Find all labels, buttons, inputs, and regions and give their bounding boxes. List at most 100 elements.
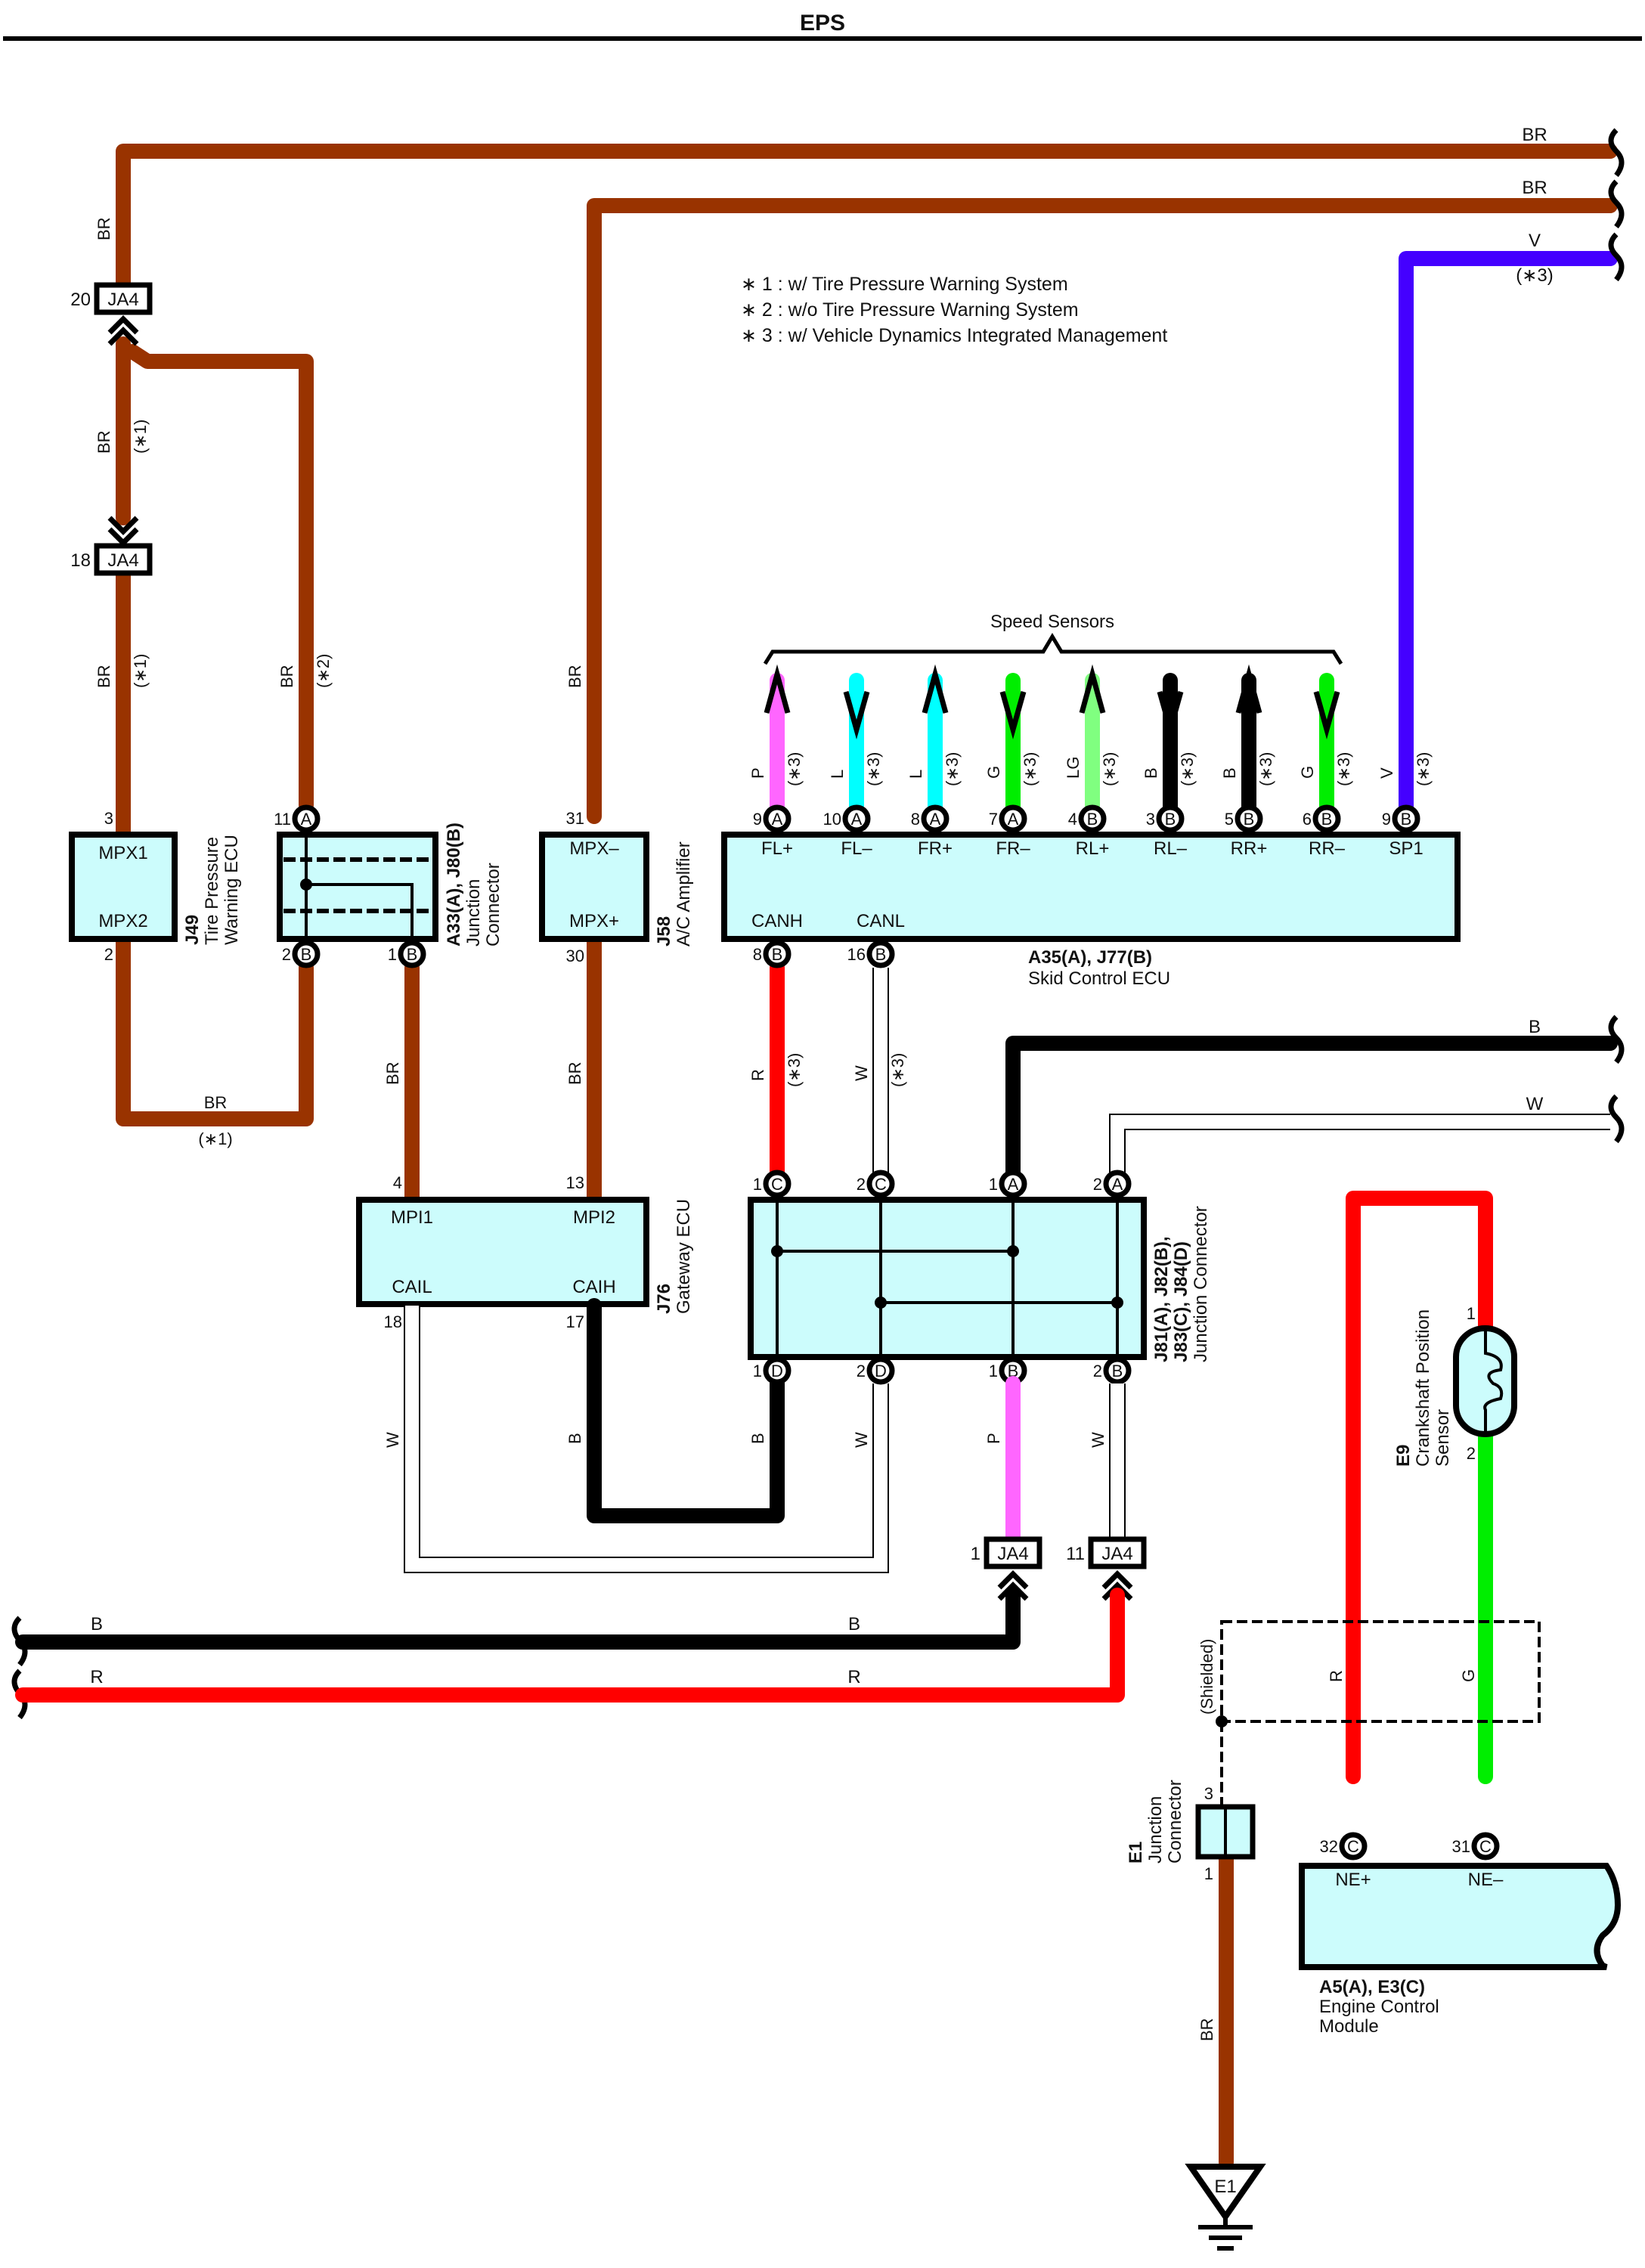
shield-label: (Shielded) (1197, 1639, 1216, 1715)
edge-label-v-note: (∗3) (1516, 265, 1553, 286)
component-e1-junction[interactable]: 3 1 E1 Junction Connector (1126, 1780, 1256, 1883)
sensor-wire-color: L (828, 770, 847, 779)
wire-note-canl: (∗3) (888, 1053, 907, 1087)
skid-pin-num: 9 (753, 810, 762, 829)
j49-name-2: Warning ECU (222, 835, 242, 945)
speed-sensor-wire[interactable]: L(∗3)A8 (906, 664, 962, 833)
e1-jc-pin-1: 1 (1204, 1864, 1213, 1883)
wire-br-j49-loop[interactable] (116, 934, 314, 1126)
speed-sensor-wire[interactable]: G(∗3)B6 (1298, 673, 1353, 833)
wire-br-top-2[interactable] (587, 198, 1618, 824)
a33-pin-1-conn: B (407, 945, 418, 964)
speed-sensor-wire[interactable]: B(∗3)B5 (1220, 664, 1275, 833)
skid-pin-label: RL+ (1076, 838, 1110, 859)
wire-w-cail[interactable] (404, 1306, 889, 1573)
skid-pin-num: 3 (1146, 810, 1155, 829)
j81-pin-num: 2 (857, 1362, 866, 1380)
wire-r-bottom[interactable] (15, 1588, 1125, 1703)
arrow-down-icon (1313, 691, 1340, 739)
connector-arrow-icon (1101, 1570, 1133, 1601)
wire-note-left-mid: (∗1) (131, 420, 150, 454)
e1-jc-code: E1 (1126, 1842, 1146, 1864)
speed-sensor-wire[interactable]: LG(∗3)B4 (1064, 664, 1119, 833)
component-skid-control-ecu[interactable]: FL+FL–FR+FR–RL+RL–RR+RR–SP1 CANH CANL A3… (721, 832, 1461, 989)
j81-pin-conn: C (771, 1175, 783, 1194)
j81-bottom-pin[interactable]: B2 (1093, 1356, 1132, 1385)
speed-sensor-wire[interactable]: L(∗3)A10 (823, 673, 883, 833)
connector-arrow-icon (997, 1570, 1029, 1601)
speed-sensor-wire[interactable]: G(∗3)A7 (984, 673, 1039, 833)
sensor-wire-color: P (748, 767, 767, 779)
j49-pin-label-mpx2: MPX2 (98, 911, 147, 931)
skid-pin (842, 804, 871, 833)
wire-b-caih[interactable] (587, 1298, 785, 1523)
skid-pin (999, 804, 1027, 833)
j76-label-cail: CAIL (392, 1277, 432, 1297)
wire-label-caih: B (565, 1433, 584, 1444)
wire-label-j58-j76: BR (565, 1061, 584, 1085)
br-wires (116, 144, 1618, 2170)
ground-triangle-icon (1185, 2164, 1266, 2222)
j81-top-pin[interactable]: A1 (989, 1170, 1027, 1198)
skid-pin-num: 8 (911, 810, 920, 829)
skid-pin-label: RR– (1309, 838, 1346, 859)
coil-icon (1483, 1328, 1504, 1434)
j76-name: Gateway ECU (674, 1199, 694, 1314)
component-e9-sensor[interactable]: 1 2 E9 Crankshaft Position Sensor (1393, 1304, 1517, 1467)
ecm-pin-31-conn: C (1479, 1837, 1492, 1856)
j81-top-pin[interactable]: C2 (857, 1170, 895, 1198)
wire-label-left-mid: BR (94, 430, 113, 454)
skid-pin (1078, 804, 1107, 833)
wire-b-bottom[interactable] (15, 1588, 1021, 1650)
connector-ja4-11[interactable]: JA4 11 (1066, 1536, 1147, 1601)
connector-ja4-20[interactable]: JA4 20 (70, 282, 153, 346)
skid-pin-label: RL– (1154, 838, 1188, 859)
skid-pin (1235, 804, 1263, 833)
j81-bottom-pin[interactable]: B1 (989, 1356, 1027, 1385)
j81-pin-num: 1 (753, 1362, 762, 1380)
j81-top-pin[interactable]: A2 (1093, 1170, 1132, 1198)
ja4-18-pin: 18 (70, 550, 91, 571)
speed-sensors-group: Speed Sensors (763, 612, 1343, 665)
component-ecm[interactable]: C 32 C 31 NE+ NE– A5(A), E3(C) Engine Co… (1299, 1832, 1622, 2037)
j76-pin-17: 17 (566, 1312, 584, 1331)
skid-pin-canh-conn: B (772, 945, 783, 964)
j76-code: J76 (654, 1284, 674, 1314)
j81-bottom-pin[interactable]: D2 (857, 1356, 895, 1385)
speed-sensor-wire[interactable]: P(∗3)A9 (748, 664, 804, 833)
skid-pin-canl (866, 940, 895, 968)
j81-top-pin[interactable]: C1 (753, 1170, 792, 1198)
j49-pin-2: 2 (104, 945, 113, 964)
connector-arrow-icon (107, 516, 139, 547)
component-j49[interactable]: MPX1 MPX2 3 2 J49 Tire Pressure Warning … (69, 809, 242, 964)
wire-w-right[interactable] (1109, 1114, 1610, 1176)
j81-bottom-pin[interactable]: D1 (753, 1356, 792, 1385)
ja4-11-name: JA4 (1101, 1544, 1132, 1564)
skid-label-canh: CANH (751, 911, 803, 931)
speed-sensor-wire[interactable]: B(∗3)B3 (1142, 673, 1197, 833)
a33-code: A33(A), J80(B) (444, 823, 464, 947)
wire-r-e9[interactable] (1346, 1191, 1493, 1784)
wire-b-right[interactable] (1005, 1036, 1618, 1183)
wire-v-sp1[interactable] (1399, 251, 1618, 816)
component-a33-junction[interactable]: A 11 B 2 B 1 A33(A), J80(B) Junction Con… (274, 804, 503, 968)
edge-label-w: W (1526, 1094, 1544, 1114)
sensor-wire-note: (∗3) (1256, 752, 1275, 786)
connector-ja4-1[interactable]: JA4 1 (971, 1536, 1042, 1601)
ecm-name-2: Module (1319, 2016, 1379, 2037)
wire-br-ja4-to-a33[interactable] (125, 344, 314, 813)
skid-pin (1156, 804, 1185, 833)
component-j58[interactable]: MPX– MPX+ 31 30 J58 A/C Amplifier (539, 809, 694, 965)
title-rule (3, 36, 1642, 41)
wire-note-a33-top: (∗2) (314, 654, 333, 688)
wire-br-top-1[interactable] (116, 144, 1618, 302)
wire-label-left-top: BR (94, 217, 113, 240)
component-j76-gateway[interactable]: MPI1 MPI2 CAIL CAIH 4 13 18 17 J76 Gatew… (356, 1173, 694, 1331)
j76-label-caih: CAIH (572, 1277, 615, 1297)
sensor-wire-note: (∗3) (1100, 752, 1119, 786)
edge-label-br-2: BR (1522, 178, 1547, 198)
connector-ja4-18[interactable]: JA4 18 (70, 516, 153, 576)
ecm-label-ne-plus: NE+ (1335, 1870, 1371, 1890)
sp1-pin[interactable]: V(∗3)B9 (1377, 752, 1433, 833)
